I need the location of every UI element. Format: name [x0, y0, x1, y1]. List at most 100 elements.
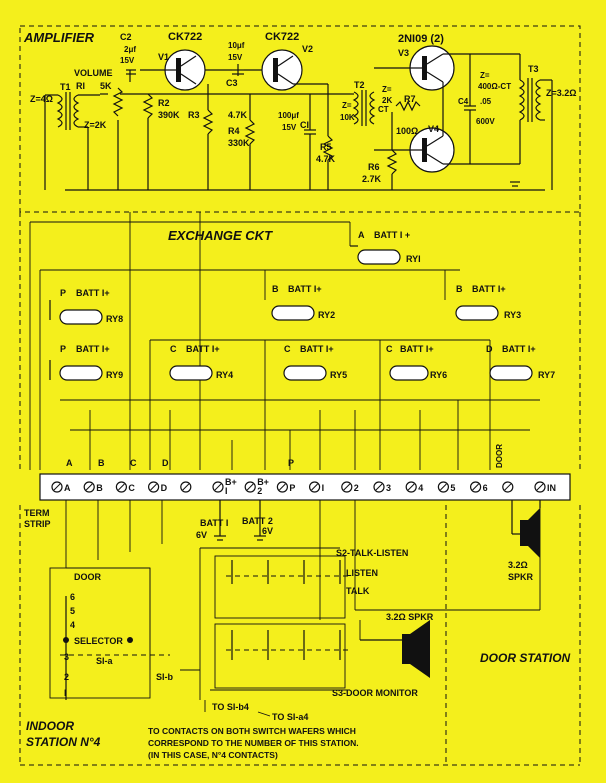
relay-ry5 — [283, 365, 327, 381]
v1-ref: V1 — [158, 52, 169, 62]
terminal-screw-slot — [85, 483, 93, 491]
r2-value: 390K — [158, 110, 180, 120]
pos-5: 5 — [70, 606, 75, 616]
ry8-batt: BATT I+ — [76, 288, 110, 298]
t3-label: T3 — [528, 64, 539, 74]
ry2-name: RY2 — [318, 310, 335, 320]
ry4-batt: BATT I+ — [186, 344, 220, 354]
t2-z: Z= — [342, 101, 352, 110]
indoor-station-title-1: INDOOR — [26, 719, 74, 733]
c4-val2: 600V — [476, 117, 495, 126]
ry2-contact: B — [272, 284, 279, 294]
battery-1 — [214, 500, 226, 541]
amplifier-circuit: Z=4Ω T1 Z=2K VOLUME RI 5K C2 2μf 15V R2 … — [30, 31, 576, 191]
r5-label: R5 — [320, 142, 332, 152]
transistor-v2 — [261, 49, 303, 91]
door-speaker-value: 3.2Ω — [508, 560, 528, 570]
pos-2: 2 — [64, 672, 69, 682]
ry4-name: RY4 — [216, 370, 233, 380]
tag-d: D — [162, 458, 169, 468]
c3-val2: 15V — [228, 53, 243, 62]
transistor-v4 — [374, 127, 455, 173]
c3-label: C3 — [226, 78, 238, 88]
term-strip-label-1: TERM — [24, 508, 50, 518]
talk-listen-switch — [214, 555, 350, 619]
r4-value: 330K — [228, 138, 250, 148]
battery-2 — [254, 500, 266, 541]
ry1-batt: BATT I + — [374, 230, 410, 240]
terminal-label: 4 — [418, 483, 423, 493]
t2-ct: CT — [378, 105, 389, 114]
r6-value: 2.7K — [362, 174, 382, 184]
terminal-label: I — [322, 483, 325, 493]
terminal-label: B+I — [225, 477, 237, 496]
c1-val1: 100μf — [278, 111, 299, 120]
tag-door: DOOR — [495, 444, 504, 468]
ry5-contact: C — [284, 344, 291, 354]
relay-ry1 — [350, 245, 401, 265]
door-speaker-label: SPKR — [508, 572, 534, 582]
t3-z1: Z= — [480, 71, 490, 80]
terminal-label: B — [96, 483, 103, 493]
resistor-r7 — [395, 100, 421, 112]
relay-ry6 — [389, 365, 429, 381]
exchange-wiring — [29, 212, 540, 470]
selector-switch — [49, 567, 170, 700]
terminal-label: B+2 — [257, 477, 269, 496]
relay-ry4 — [169, 365, 213, 381]
ry9-batt: BATT I+ — [76, 344, 110, 354]
terminal-label: C — [128, 483, 135, 493]
terminal-strip — [39, 473, 571, 501]
transistor-v1 — [140, 49, 206, 91]
relay-ry8 — [49, 300, 103, 325]
t2-label: T2 — [354, 80, 365, 90]
listen-label: LISTEN — [346, 568, 378, 578]
note-line-1: TO CONTACTS ON BOTH SWITCH WAFERS WHICH — [148, 726, 356, 736]
ry6-contact: C — [386, 344, 393, 354]
t1-secondary: Z=2K — [84, 120, 107, 130]
note-to-s1a4: TO SI-a4 — [272, 712, 308, 722]
ry9-name: RY9 — [106, 370, 123, 380]
r4-label: R4 — [228, 126, 240, 136]
volume-resistor-r1 — [112, 87, 124, 117]
resistor-r6 — [386, 149, 398, 175]
ry6-batt: BATT I+ — [400, 344, 434, 354]
section-borders — [19, 25, 581, 766]
resistor-r4 — [244, 119, 256, 145]
r5-value: 4.7K — [316, 154, 336, 164]
r1-value: 5K — [100, 81, 112, 91]
ry3-name: RY3 — [504, 310, 521, 320]
r3-label: R3 — [188, 110, 200, 120]
terminal-screw-slot — [536, 483, 544, 491]
ry5-name: RY5 — [330, 370, 347, 380]
ry1-name: RYI — [406, 254, 421, 264]
t2-sec-val: 2K — [382, 96, 392, 105]
pos-3: 3 — [64, 652, 69, 662]
c4-val1: .05 — [480, 97, 492, 106]
ry6-name: RY6 — [430, 370, 447, 380]
terminal-screw-slot — [214, 483, 222, 491]
door-speaker — [511, 500, 541, 558]
selector-label: SELECTOR — [74, 636, 123, 646]
c2-val1: 2μf — [124, 45, 136, 54]
terminal-screw-slot — [343, 483, 351, 491]
relay-ry3 — [455, 305, 499, 321]
door-position-label: DOOR — [74, 572, 102, 582]
v4-ref: V4 — [428, 124, 439, 134]
note-line-3: (IN THIS CASE, N°4 CONTACTS) — [148, 750, 278, 760]
terminal-label: 6 — [483, 483, 488, 493]
ry4-contact: C — [170, 344, 177, 354]
terminal-label: 2 — [354, 483, 359, 493]
amplifier-title: AMPLIFIER — [23, 30, 95, 45]
c3-val1: 10μf — [228, 41, 245, 50]
ry9-contact: P — [60, 344, 66, 354]
tag-c: C — [130, 458, 137, 468]
v2-ref: V2 — [302, 44, 313, 54]
terminal-label: D — [161, 483, 168, 493]
t3-z2: 400Ω-CT — [478, 82, 511, 91]
resistor-r2 — [142, 93, 154, 119]
tag-p: P — [288, 458, 294, 468]
terminal-screw-slot — [246, 483, 254, 491]
terminal-screw-slot — [472, 483, 479, 491]
